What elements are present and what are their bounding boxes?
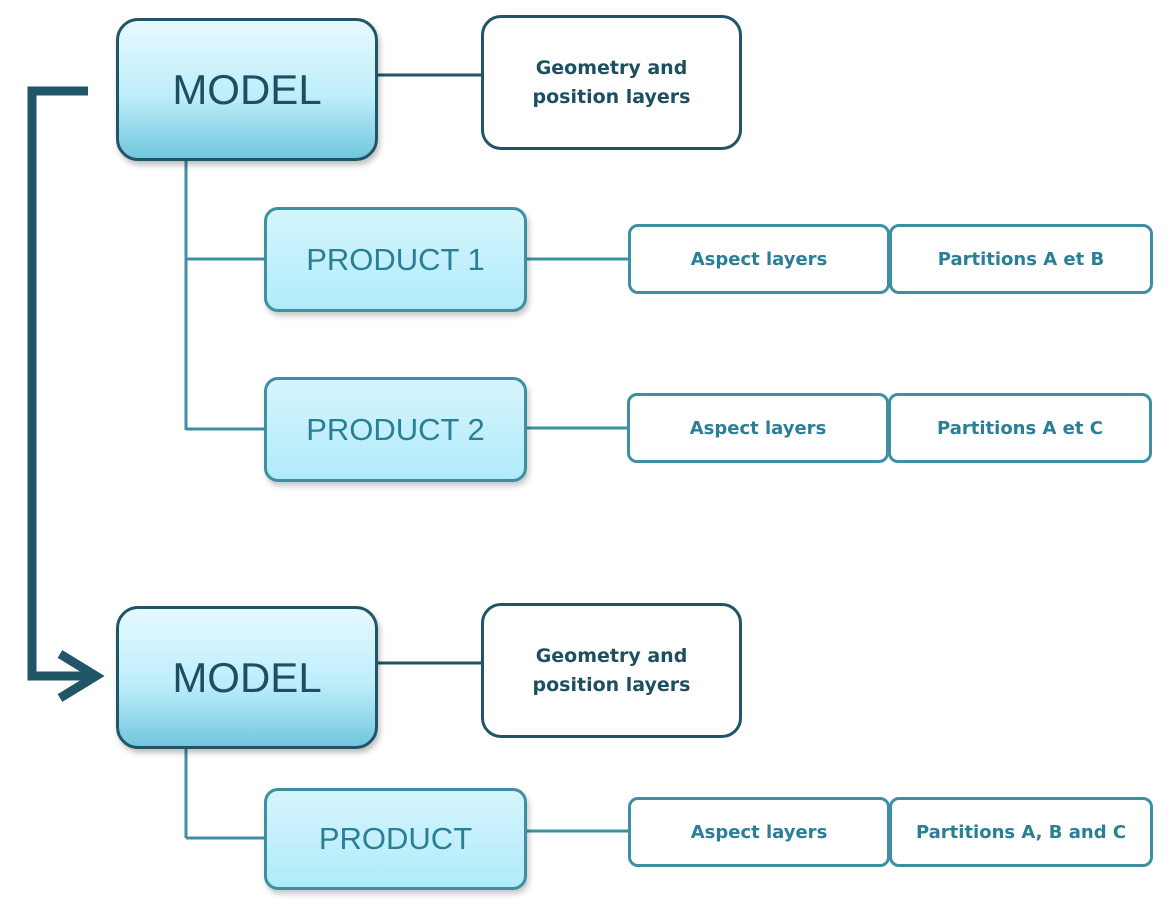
transition-arrow	[27, 86, 88, 681]
aspect-label: Aspect layers	[689, 417, 827, 439]
geometry-line-1: Geometry and	[535, 56, 688, 79]
partitions-box-1: Partitions A et B	[889, 224, 1153, 294]
geometry-line-2: position layers	[532, 673, 691, 696]
partitions-box-3: Partitions A, B and C	[889, 797, 1153, 867]
partitions-label: Partitions A, B and C	[915, 821, 1127, 843]
aspect-layers-box-3: Aspect layers	[628, 797, 890, 867]
aspect-label: Aspect layers	[690, 248, 828, 270]
model-label: MODEL	[172, 65, 322, 113]
aspect-label: Aspect layers	[690, 821, 828, 843]
product-box-2: PRODUCT 2	[264, 377, 527, 482]
partitions-label: Partitions A et C	[937, 417, 1103, 439]
product-label: PRODUCT 1	[306, 241, 485, 277]
geometry-line-2: position layers	[532, 85, 691, 108]
geometry-box-1: Geometry and position layers	[481, 15, 742, 150]
model-box-2: MODEL	[116, 606, 378, 749]
product-box-3: PRODUCT	[264, 788, 527, 890]
arrow-head-icon	[57, 650, 105, 702]
geometry-line-1: Geometry and	[535, 644, 688, 667]
partitions-box-2: Partitions A et C	[888, 393, 1152, 463]
product-label: PRODUCT	[318, 821, 473, 856]
aspect-layers-box-1: Aspect layers	[628, 224, 890, 294]
partitions-label: Partitions A et B	[937, 248, 1105, 270]
model-box-1: MODEL	[116, 18, 378, 161]
model-label: MODEL	[172, 653, 322, 701]
aspect-layers-box-2: Aspect layers	[627, 393, 889, 463]
product-label: PRODUCT 2	[306, 411, 485, 447]
geometry-box-2: Geometry and position layers	[481, 603, 742, 738]
product-box-1: PRODUCT 1	[264, 207, 527, 312]
